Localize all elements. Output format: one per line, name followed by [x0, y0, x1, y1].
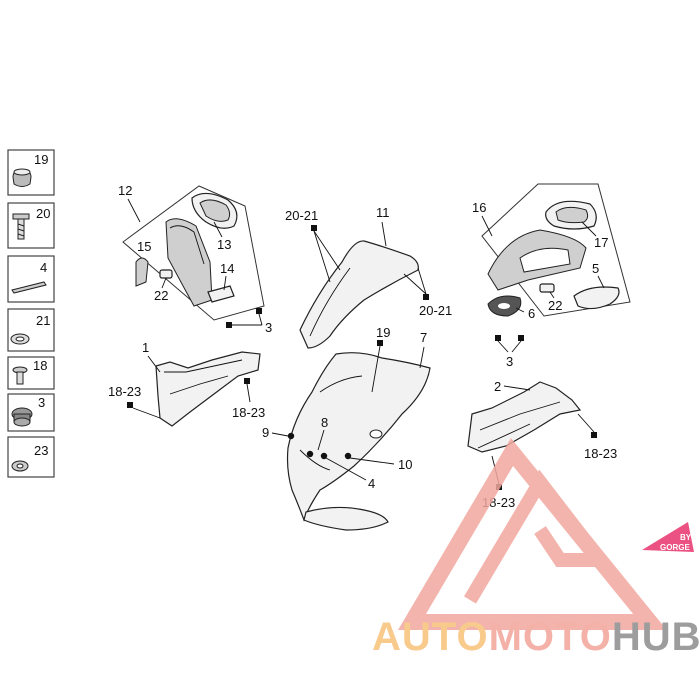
turn-signal-15 [135, 257, 149, 287]
callout-label: 4 [368, 476, 375, 491]
legend-number: 23 [34, 443, 48, 458]
callout-label: 15 [137, 239, 151, 254]
callout-label: 3 [265, 320, 272, 335]
callout-label: 11 [376, 205, 390, 220]
watermark: AUTOMOTOHUB BY GORGE [372, 438, 700, 659]
bulb-22-left [159, 269, 173, 279]
badge-text-gorge: GORGE [660, 543, 690, 552]
front-fairing: 19 7 9 8 4 10 [262, 325, 431, 531]
callout-label: 2 [494, 379, 501, 394]
watermark-logo-mark [398, 438, 667, 630]
windscreen: 20-21 11 20-21 [285, 205, 452, 349]
legend-number: 4 [40, 260, 47, 275]
mirror-glass-17 [545, 200, 597, 230]
legend-item-20: 20 [7, 202, 55, 249]
legend-number: 18 [33, 358, 47, 373]
legend-number: 3 [38, 395, 45, 410]
legend-number: 19 [34, 152, 48, 167]
mirror-housing-left [165, 218, 213, 307]
gasket-14 [207, 285, 235, 303]
rivet-screw-icon [12, 366, 28, 385]
legend-item-21: 21 [7, 308, 55, 352]
left-inner-panel: 1 18-23 18-23 [108, 340, 265, 427]
callout-label: 19 [376, 325, 390, 340]
gasket-6 [487, 295, 522, 317]
callout-label: 6 [528, 306, 535, 321]
callout-label: 18-23 [584, 446, 617, 461]
legend-number: 21 [36, 313, 50, 328]
legend-item-18: 18 [7, 356, 55, 390]
callout-label: 14 [220, 261, 234, 276]
legend-number: 20 [36, 206, 50, 221]
screw-icon [12, 213, 30, 240]
callout-label: 5 [592, 261, 599, 276]
grommet-icon [11, 407, 33, 427]
turn-signal-5 [573, 286, 620, 310]
callout-label: 20-21 [285, 208, 318, 223]
callout-label: 22 [548, 298, 562, 313]
legend-item-4: 4 [7, 255, 55, 303]
mirror-housing-right [487, 229, 587, 291]
callout-label: 7 [420, 330, 427, 345]
mirror-glass-13 [191, 192, 238, 229]
legend-item-23: 23 [7, 436, 55, 478]
callout-label: 8 [321, 415, 328, 430]
callout-label: 16 [472, 200, 486, 215]
watermark-text-hub: HUB [612, 615, 700, 659]
watermark-text-auto: AUTO [372, 615, 489, 659]
legend-item-3: 3 [7, 393, 55, 432]
callout-label: 22 [154, 288, 168, 303]
legend-item-19: 19 [7, 149, 55, 196]
flat-washer-icon [11, 460, 29, 472]
left-mirror-assembly: 12 13 15 14 22 3 [118, 183, 272, 335]
watermark-badge: BY GORGE [642, 522, 694, 552]
callout-label: 9 [262, 425, 269, 440]
callout-label: 12 [118, 183, 132, 198]
bulb-22-right [539, 283, 555, 293]
callout-label: 17 [594, 235, 608, 250]
badge-text-by: BY [680, 533, 692, 542]
callout-label: 18-23 [232, 405, 265, 420]
callout-label: 1 [142, 340, 149, 355]
svg-text:AUTOMOTOHUB: AUTOMOTOHUB [372, 615, 700, 659]
callout-label: 18-23 [108, 384, 141, 399]
callout-label: 13 [217, 237, 231, 252]
right-mirror-assembly: 16 17 5 22 6 3 [472, 183, 631, 369]
watermark-text-moto: MOTO [489, 615, 612, 659]
side-legend: 19 20 4 21 [7, 149, 55, 478]
ring-washer-icon [10, 333, 30, 345]
callout-label: 20-21 [419, 303, 452, 318]
plug-cap-icon [12, 168, 32, 187]
callout-label: 10 [398, 457, 412, 472]
callout-label: 3 [506, 354, 513, 369]
adhesive-strip-icon [11, 281, 47, 294]
